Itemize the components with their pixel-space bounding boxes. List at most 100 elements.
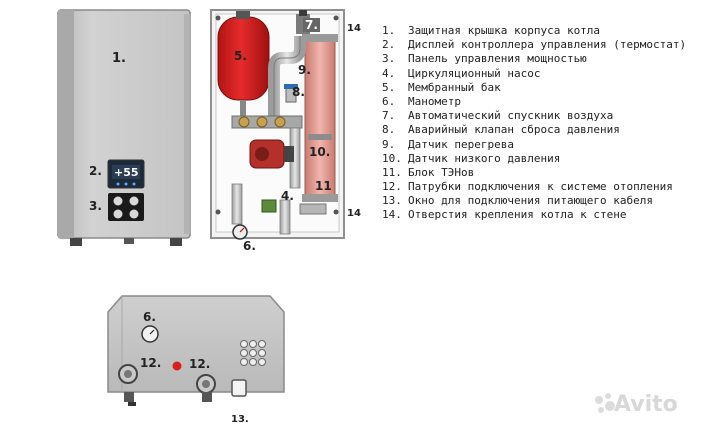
manifold-fitting-3 [274, 116, 286, 128]
legend-item: 8. Аварийный клапан сброса давления [382, 123, 712, 137]
heater-block-top [302, 34, 338, 42]
callout-14-top: 14 [347, 23, 361, 34]
legend-item-number: 5. [382, 80, 396, 94]
legend-item-number: 11. [382, 165, 402, 179]
legend-item: 4.Циркуляционный насос [382, 67, 712, 81]
callout-12-left: 12. [140, 356, 162, 370]
callout-4: 4. [281, 189, 294, 203]
expansion-tank-stem [240, 100, 246, 118]
safety-valve-head [284, 84, 298, 89]
screw-hole-icon-bottom-right [333, 209, 339, 215]
legend-item: 2.Дисплей контроллера управления (термос… [382, 38, 712, 52]
front-foot-right [170, 238, 182, 246]
legend-item-text: Окно для подключения питающего кабеля [408, 194, 654, 208]
front-side-strip [58, 10, 74, 238]
display-readout: +55 [114, 166, 139, 179]
front-view [57, 9, 191, 246]
callout-3: 3. [89, 199, 102, 213]
callout-7: 7. [303, 18, 320, 32]
display-led-icon [116, 182, 120, 186]
callout-1: 1. [112, 51, 126, 66]
front-frame-right [184, 14, 190, 234]
screw-hole-icon-top-right [333, 15, 339, 21]
callout-9: 9. [298, 63, 311, 77]
display-led-icon-2 [124, 182, 128, 186]
callout-6-bottom: 6. [143, 310, 156, 324]
air-vent-cap [299, 10, 307, 16]
callout-12-right: 12. [189, 357, 211, 371]
legend-item: 5. Мембранный бак [382, 81, 712, 95]
legend-item-number: 12. [382, 180, 402, 194]
heater-block [304, 37, 336, 197]
legend-item: 11. Блок ТЭНов [382, 166, 712, 180]
bottom-foot [128, 402, 136, 406]
legend-item: 10. Датчик низкого давления [382, 152, 712, 166]
callout-11: 11 [315, 179, 332, 193]
power-button-icon-4 [129, 209, 139, 219]
expansion-tank-cap [236, 11, 250, 19]
outlet-pipe-right [279, 199, 291, 235]
legend-item: 1.Защитная крышка корпуса котла [382, 24, 712, 38]
legend-item: 3. Панель управления мощностью [382, 52, 712, 66]
screw-hole-icon-top-left [215, 15, 221, 21]
power-panel [108, 193, 144, 221]
legend-item-text: Панель управления мощностью [408, 52, 587, 66]
legend-item-text: Патрубки подключения к системе отопления [408, 180, 673, 194]
pump-rotor-icon [255, 147, 269, 161]
legend-item-number: 10. [382, 151, 402, 165]
legend-item: 9.Датчик перегрева [382, 138, 712, 152]
legend-item: 7.Автоматический спускник воздуха [382, 109, 712, 123]
cable-window [231, 379, 247, 397]
power-button-icon-3 [113, 209, 123, 219]
power-button-icon-1 [113, 196, 123, 206]
legend-item-number: 1. [382, 24, 396, 37]
vent-grid [240, 340, 266, 366]
legend-item-text: Манометр [408, 94, 461, 108]
callout-14-bottom: 14 [347, 208, 361, 219]
watermark-text: Avito [614, 392, 678, 417]
legend-item-text: Мембранный бак [408, 80, 501, 94]
connection-fitting-right-inner [202, 380, 210, 388]
indicator-lamp-icon [172, 361, 182, 371]
bottom-stub-mid [202, 392, 212, 402]
legend-item-number: 6. [382, 94, 396, 108]
legend-item-number: 4. [382, 66, 396, 80]
pump-motor [284, 146, 294, 162]
legend-item-number: 9. [382, 137, 396, 151]
supply-pipe-outline [273, 36, 301, 118]
callout-6: 6. [243, 239, 256, 253]
manifold-fitting-1 [238, 116, 250, 128]
callout-2: 2. [89, 164, 102, 178]
legend-item-number: 3. [382, 52, 396, 66]
heater-block-bottom [302, 194, 338, 202]
legend-item-text: Отверстия крепления котла к стене [408, 208, 627, 222]
front-foot-left [70, 238, 82, 246]
legend-item-number: 2. [382, 38, 396, 52]
legend-item-number: 14. [382, 208, 402, 222]
legend-item: 13. Окно для подключения питающего кабеля [382, 194, 712, 208]
connection-fitting-left-inner [124, 370, 132, 378]
avito-logo-icon [595, 393, 615, 413]
callout-10: 10. [309, 145, 331, 159]
legend-item: 6. Манометр [382, 95, 712, 109]
outlet-pipe-left [231, 183, 243, 225]
display-led-icon-3 [132, 182, 136, 186]
gauge-needle [239, 227, 245, 233]
legend-item-text: Датчик низкого давления [408, 151, 561, 165]
legend-item-text: Аварийный клапан сброса давления [408, 123, 620, 137]
legend-item: 12. Патрубки подключения к системе отопле… [382, 180, 712, 194]
manifold-fitting-2 [256, 116, 268, 128]
power-button-icon-2 [129, 196, 139, 206]
front-foot-mid [124, 238, 134, 244]
legend-item-text: Блок ТЭНов [408, 165, 475, 179]
legend-item-number: 8. [382, 123, 396, 137]
legend-item-number: 7. [382, 109, 396, 123]
legend-item-number: 13. [382, 194, 402, 208]
heater-clamp [308, 134, 332, 140]
callout-5: 5. [234, 49, 247, 63]
bottom-stub-left [124, 392, 134, 402]
callout-8: 8. [292, 85, 305, 99]
lower-valve [261, 199, 277, 213]
